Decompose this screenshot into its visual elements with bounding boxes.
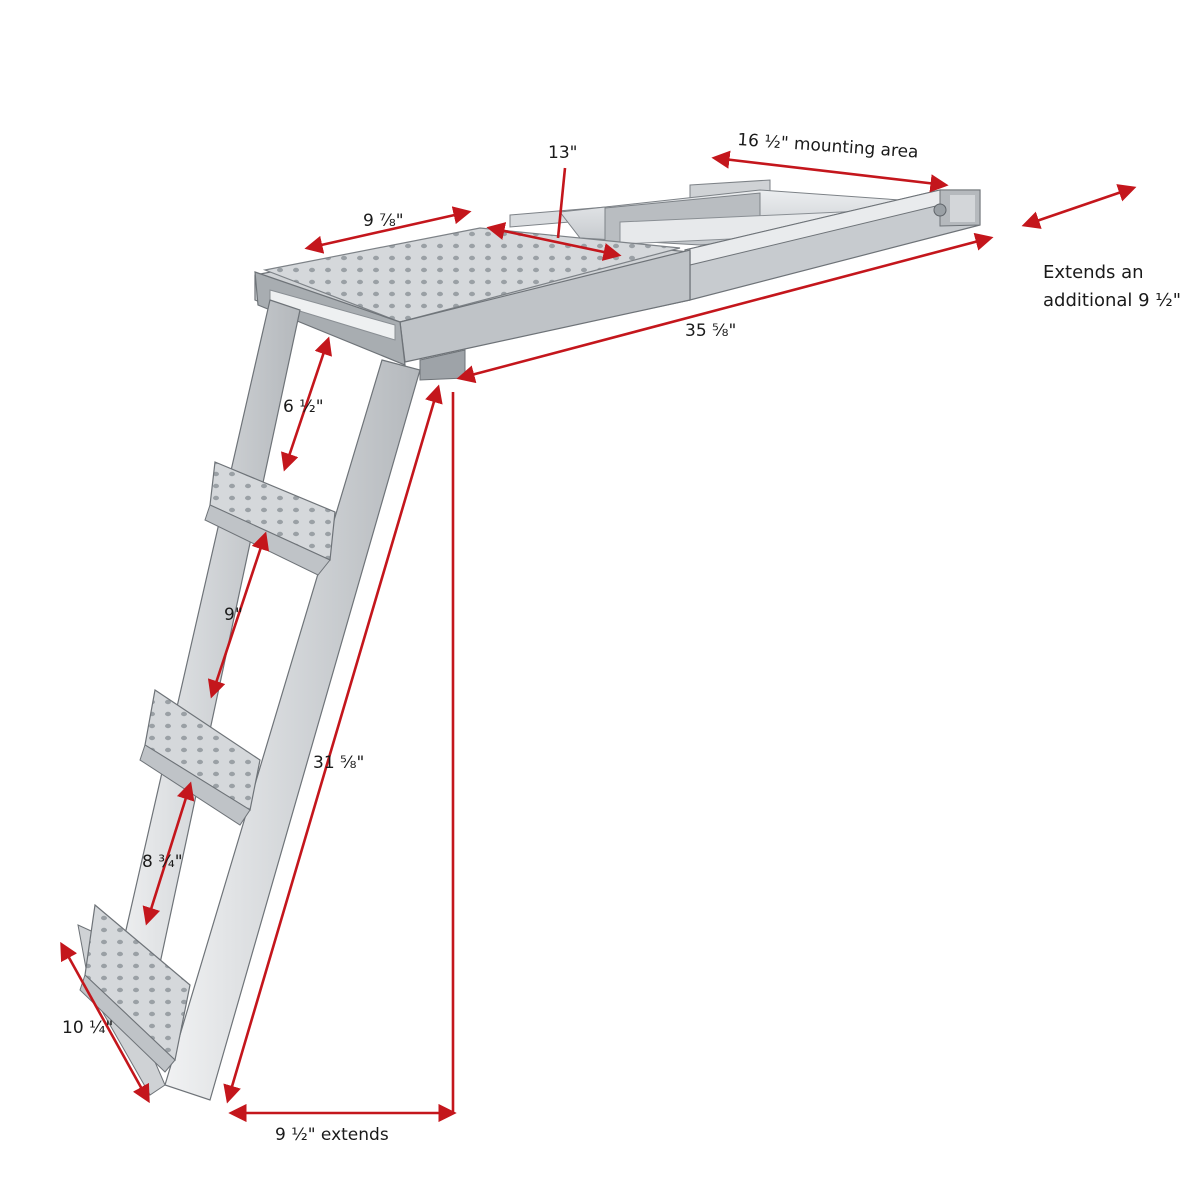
arrow-extension (1021, 184, 1137, 229)
note-extension-line1: Extends an (1043, 262, 1144, 283)
arrow-platform-depth-leader (556, 167, 567, 239)
ladder-illustration (77, 179, 981, 1101)
label-platform-depth: 13" (548, 143, 577, 163)
label-bottom-width: 10 ¼" (62, 1018, 113, 1038)
label-overall-length: 35 ⅝" (685, 321, 736, 341)
arrow-third-rise (142, 781, 195, 926)
arrow-tread-width (304, 206, 472, 254)
label-mounting-area: 16 ½" mounting area (737, 130, 919, 163)
arrow-bottom-width (60, 941, 150, 1104)
label-ladder-length: 31 ⅝" (313, 753, 364, 773)
arrow-ladder-length (223, 384, 443, 1104)
platform (254, 227, 691, 381)
label-first-rise: 6 ½" (283, 397, 324, 417)
arrow-mounting-area (711, 150, 949, 193)
arrow-overall-length (456, 232, 994, 384)
label-second-rise: 9" (224, 605, 243, 625)
dimension-arrows (60, 150, 1137, 1123)
label-extends: 9 ½" extends (275, 1125, 389, 1145)
label-tread-width: 9 ⅞" (363, 211, 404, 231)
dimension-labels: 9 ⅞" 13" 16 ½" mounting area 35 ⅝" 6 ½" … (62, 130, 1181, 1145)
label-third-rise: 8 ¾" (142, 852, 183, 872)
note-extension-line2: additional 9 ½" (1043, 290, 1181, 311)
